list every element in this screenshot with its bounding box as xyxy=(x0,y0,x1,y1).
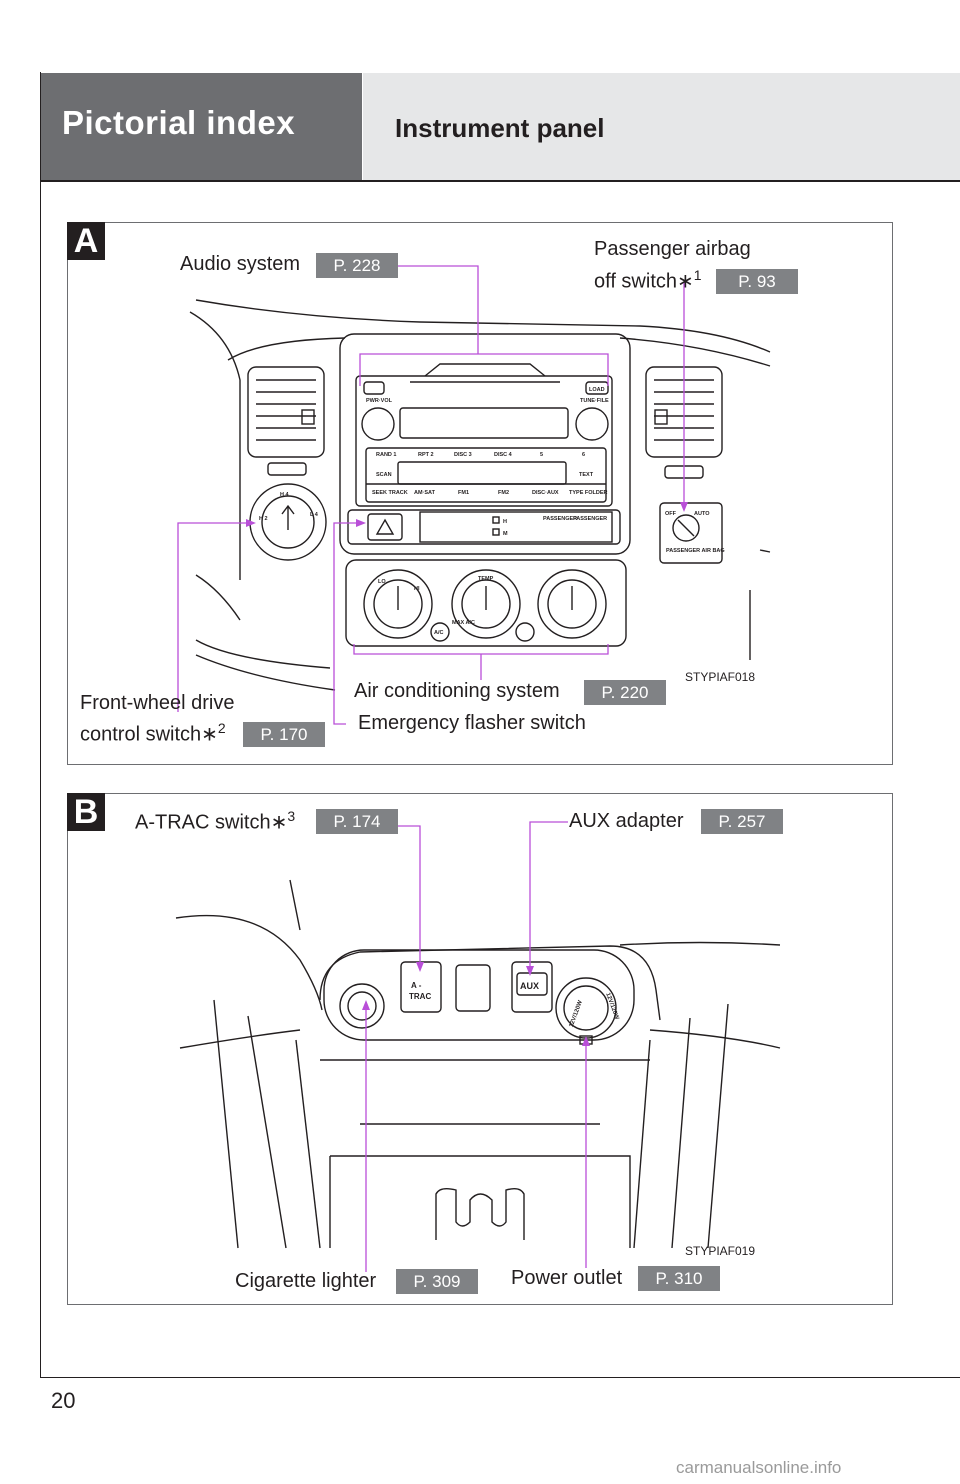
panel-b-badge: B xyxy=(67,793,105,831)
audio-system-label: Audio system xyxy=(180,253,301,275)
page-frame xyxy=(40,72,960,1378)
fwd-label-line1: Front-wheel drive xyxy=(80,692,235,714)
atrac-page[interactable]: P. 174 xyxy=(316,809,398,834)
asterisk-icon: ∗ xyxy=(270,811,288,834)
atrac-label: A-TRAC switch∗3 xyxy=(135,806,295,839)
airbag-label-line2: off switch∗1 xyxy=(594,265,702,298)
aux-adapter-page[interactable]: P. 257 xyxy=(701,809,783,834)
power-outlet-label: Power outlet xyxy=(511,1267,623,1289)
audio-system-page[interactable]: P. 228 xyxy=(316,253,398,278)
title-bar xyxy=(362,73,960,180)
page-number: 20 xyxy=(51,1388,76,1413)
flasher-label: Emergency flasher switch xyxy=(358,712,586,734)
asterisk-icon: ∗ xyxy=(201,723,218,746)
cigarette-lighter-label: Cigarette lighter xyxy=(235,1270,377,1292)
fwd-label-text: control switch xyxy=(80,723,202,746)
panel-b xyxy=(67,793,893,1305)
section-tab xyxy=(41,73,362,180)
section-title: Pictorial index xyxy=(62,104,296,141)
fwd-label-line2: control switch∗2 xyxy=(80,718,226,751)
figure-code-b: STYPIAF019 xyxy=(685,1244,756,1258)
atrac-footnote: 3 xyxy=(287,808,296,824)
ac-system-page[interactable]: P. 220 xyxy=(584,680,666,705)
atrac-label-text: A-TRAC switch xyxy=(135,811,271,834)
fwd-footnote: 2 xyxy=(217,720,226,736)
airbag-footnote: 1 xyxy=(693,267,702,283)
aux-adapter-label: AUX adapter xyxy=(569,810,684,832)
cigarette-lighter-page[interactable]: P. 309 xyxy=(396,1269,478,1294)
power-outlet-page[interactable]: P. 310 xyxy=(638,1266,720,1291)
page-title: Instrument panel xyxy=(395,113,605,143)
airbag-page[interactable]: P. 93 xyxy=(716,269,798,294)
panel-a-badge: A xyxy=(67,222,105,260)
watermark: carmanualsonline.info xyxy=(676,1458,842,1477)
airbag-label-line1: Passenger airbag xyxy=(594,238,751,260)
ac-system-label: Air conditioning system xyxy=(354,680,560,702)
asterisk-icon: ∗ xyxy=(677,270,694,293)
airbag-label-text: off switch xyxy=(594,270,677,293)
header-rule xyxy=(41,180,960,182)
fwd-page[interactable]: P. 170 xyxy=(243,722,325,747)
figure-code-a: STYPIAF018 xyxy=(685,670,756,684)
